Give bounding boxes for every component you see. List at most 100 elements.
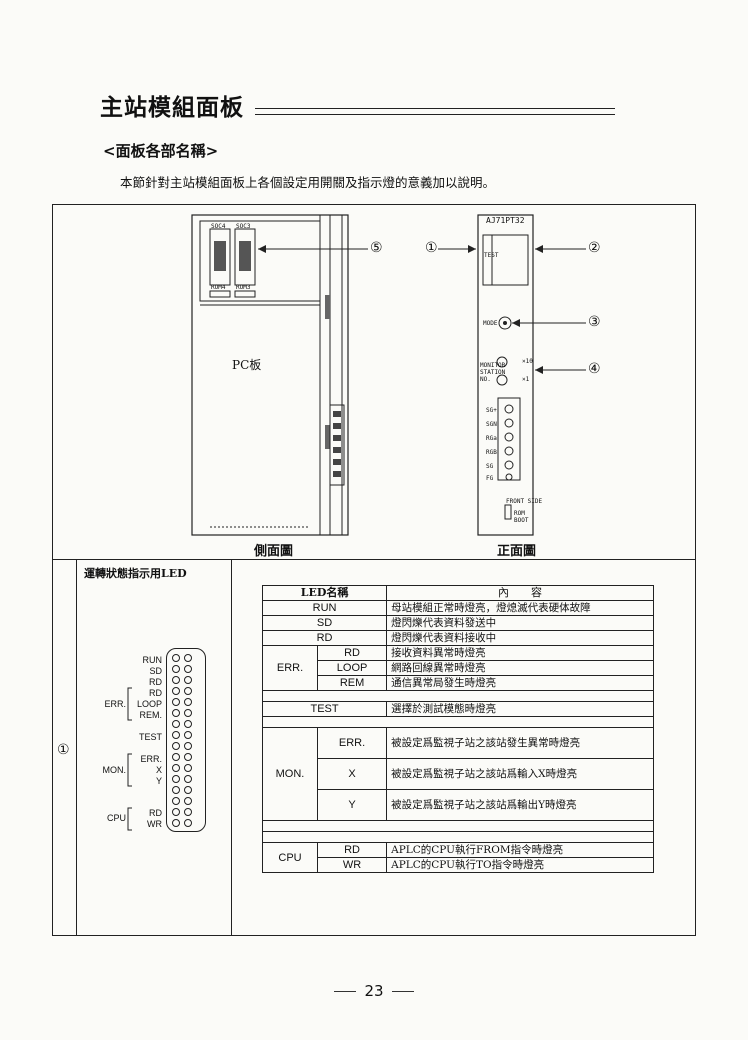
led-desc: APLC的CPU執行FROM指令時燈亮 bbox=[386, 842, 654, 858]
led-indicator bbox=[184, 764, 192, 772]
table-row: TEST 選擇於測試模態時燈亮 bbox=[261, 701, 654, 717]
led-indicator bbox=[184, 676, 192, 684]
table-row bbox=[262, 716, 654, 728]
col-header-content: 內 容 bbox=[386, 585, 654, 601]
table-row: SD 燈閃爍代表資料發送中 bbox=[261, 615, 654, 631]
socket-label: ROM4 bbox=[211, 284, 226, 291]
led-indicator bbox=[172, 731, 180, 739]
led-name: RD bbox=[316, 842, 388, 858]
led-name: WR bbox=[316, 857, 388, 873]
led-name: LOOP bbox=[316, 660, 388, 676]
led-label-rem: REM. bbox=[139, 710, 163, 720]
col-header-name: LED名稱 bbox=[261, 585, 388, 601]
terminal-label: SG bbox=[486, 463, 494, 470]
column-divider bbox=[76, 559, 77, 936]
led-indicator bbox=[184, 687, 192, 695]
led-desc: 母站模組正常時燈亮，燈熄滅代表硬体故障 bbox=[386, 600, 654, 616]
terminal-label: RGB bbox=[486, 449, 497, 456]
terminal-label: FG bbox=[486, 475, 494, 482]
led-indicator bbox=[184, 786, 192, 794]
table-row: RD 燈閃爍代表資料接收中 bbox=[261, 630, 654, 646]
callout-5: ⑤ bbox=[370, 240, 383, 256]
led-group: ERR. bbox=[262, 645, 318, 691]
led-indicator bbox=[184, 808, 192, 816]
table-row: Y 被設定爲監視子站之該站爲輸出Y時燈亮 bbox=[263, 789, 654, 821]
title-rule bbox=[255, 108, 615, 109]
led-indicator bbox=[184, 665, 192, 673]
led-indicator bbox=[172, 775, 180, 783]
led-table: LED名稱 內 容 RUN 母站模組正常時燈亮，燈熄滅代表硬体故障 SD 燈閃爍… bbox=[261, 585, 654, 873]
led-indicator bbox=[172, 698, 180, 706]
socket-label: SOC4 bbox=[211, 223, 226, 230]
led-indicator bbox=[172, 742, 180, 750]
row-number: ① bbox=[57, 742, 70, 758]
socket-label: ROM3 bbox=[236, 284, 251, 291]
led-label-mon-err: ERR. bbox=[140, 754, 162, 764]
led-group: CPU bbox=[262, 842, 318, 873]
led-indicator bbox=[172, 808, 180, 816]
led-indicator bbox=[184, 797, 192, 805]
table-row: WR APLC的CPU執行TO指令時燈亮 bbox=[263, 857, 654, 873]
led-indicator bbox=[172, 687, 180, 695]
led-name: RD bbox=[316, 645, 388, 661]
intro-text: 本節針對主站模組面板上各個設定用開關及指示燈的意義加以說明。 bbox=[120, 175, 496, 190]
led-indicator bbox=[172, 819, 180, 827]
front-monitor-label: MONITOR STATION NO. bbox=[480, 362, 506, 383]
led-name: RUN bbox=[261, 600, 388, 616]
led-label-y: Y bbox=[155, 776, 162, 786]
led-name: ERR. bbox=[316, 727, 388, 759]
led-indicator bbox=[172, 720, 180, 728]
led-indicator bbox=[172, 709, 180, 717]
pcb-label: PC板 bbox=[232, 358, 262, 372]
led-indicator bbox=[172, 764, 180, 772]
callout-4: ④ bbox=[588, 361, 601, 377]
led-panel bbox=[166, 648, 206, 832]
led-label-wr: WR bbox=[147, 819, 162, 829]
side-view-caption: 側面圖 bbox=[254, 544, 294, 559]
led-label-cpu: CPU bbox=[106, 813, 126, 823]
callout-1: ① bbox=[425, 240, 438, 256]
led-label-x: X bbox=[155, 765, 162, 775]
led-desc: 通信異常局發生時燈亮 bbox=[386, 675, 654, 691]
table-row: MON. ERR. 被設定爲監視子站之該站發生異常時燈亮 bbox=[262, 727, 654, 821]
led-indicator bbox=[184, 753, 192, 761]
led-desc: 網路回線異常時燈亮 bbox=[386, 660, 654, 676]
column-divider bbox=[231, 559, 232, 936]
table-row: LOOP 網路回線異常時燈亮 bbox=[263, 660, 654, 676]
model-label: AJ71PT32 bbox=[486, 216, 525, 225]
led-label-err: ERR. bbox=[104, 699, 126, 709]
front-bottom-label: FRONT SIDE bbox=[506, 498, 543, 505]
led-indicator bbox=[172, 654, 180, 662]
led-label-cpu-rd: RD bbox=[149, 808, 162, 818]
front-x10-label: ×10 bbox=[522, 358, 533, 365]
led-desc: 被設定爲監視子站之該站爲輸入X時燈亮 bbox=[386, 758, 654, 790]
terminal-label: RGa bbox=[486, 435, 497, 442]
table-row: X 被設定爲監視子站之該站爲輸入X時燈亮 bbox=[263, 758, 654, 790]
led-indicator bbox=[172, 786, 180, 794]
led-indicator bbox=[184, 775, 192, 783]
figure-frame bbox=[52, 204, 696, 936]
front-test-label: TEST bbox=[484, 252, 499, 259]
callout-3: ③ bbox=[588, 314, 601, 330]
led-name: X bbox=[316, 758, 388, 790]
led-label-mon: MON. bbox=[102, 765, 127, 775]
led-indicator bbox=[184, 698, 192, 706]
led-indicator bbox=[184, 742, 192, 750]
led-section-title: 運轉狀態指示用LED bbox=[84, 567, 187, 580]
led-name: REM bbox=[316, 675, 388, 691]
table-row: CPU RD APLC的CPU執行FROM指令時燈亮 bbox=[262, 842, 654, 873]
led-desc: 被設定爲監視子站之該站發生異常時燈亮 bbox=[386, 727, 654, 759]
led-name: TEST bbox=[261, 701, 388, 717]
led-group: MON. bbox=[262, 727, 318, 821]
led-name: Y bbox=[316, 789, 388, 821]
section-divider bbox=[52, 559, 696, 560]
led-label-run: RUN bbox=[142, 655, 163, 665]
socket-label: SOC3 bbox=[236, 223, 251, 230]
table-row bbox=[262, 831, 654, 843]
led-label-loop: LOOP bbox=[136, 699, 162, 709]
terminal-label: SGN bbox=[486, 421, 497, 428]
led-indicator bbox=[184, 731, 192, 739]
table-row bbox=[262, 690, 654, 702]
led-indicator bbox=[172, 753, 180, 761]
led-indicator bbox=[172, 665, 180, 673]
